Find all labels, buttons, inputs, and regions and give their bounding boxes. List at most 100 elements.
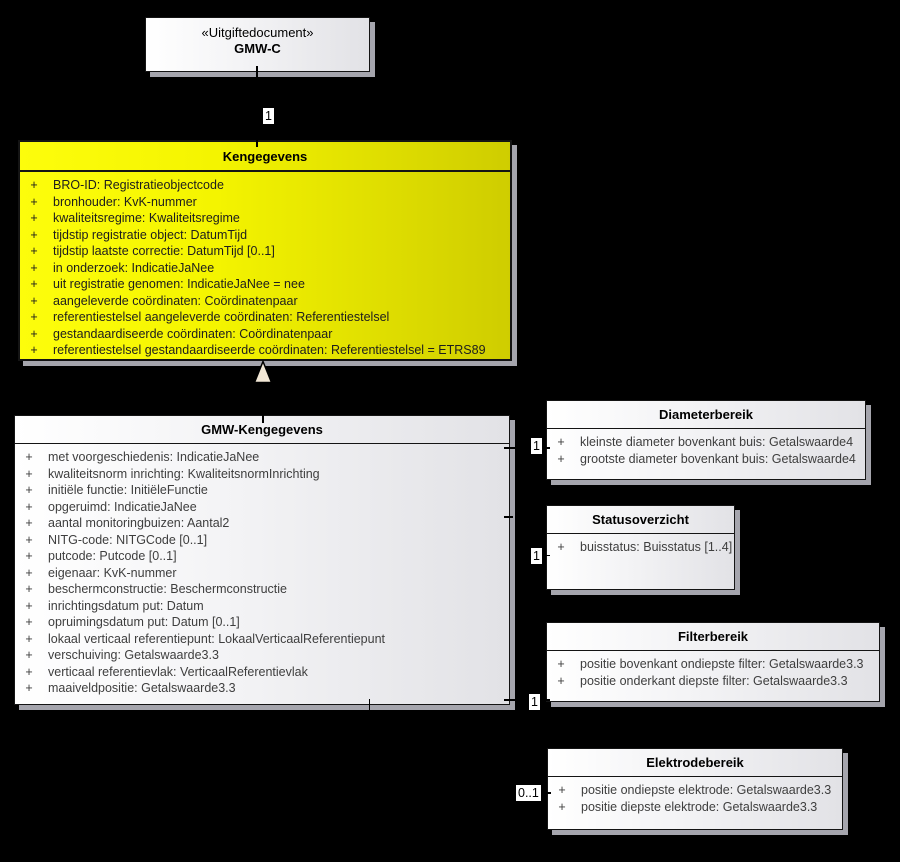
attribute-row: +putcode: Putcode [0..1] xyxy=(15,548,507,565)
visibility-sign: + xyxy=(558,799,566,814)
visibility-sign: + xyxy=(25,499,33,514)
visibility-sign: + xyxy=(30,310,38,324)
attribute-text: referentiestelsel gestandaardiseerde coö… xyxy=(53,343,486,357)
class-kengegevens: Kengegevens + BRO-ID: Registratieobjectco… xyxy=(18,140,512,361)
attribute-text: beschermconstructie: Beschermconstructie xyxy=(48,582,287,596)
class-name: Statusoverzicht xyxy=(592,512,689,527)
visibility-sign: + xyxy=(30,194,38,209)
attribute-row: + aantal monitoringbuizen: Aantal2 xyxy=(15,515,507,532)
attribute-text: positie ondiepste elektrode: Getalswaard… xyxy=(581,783,832,797)
class-gmw-kengegevens: GMW-Kengegevens +met voorgeschiedenis: I… xyxy=(14,415,510,705)
class-statusoverzicht: Statusoverzicht +buisstatus: Buisstatus … xyxy=(546,505,735,590)
class-diameterbereik: Diameterbereik +kleinste diameter bovenk… xyxy=(546,400,866,480)
attribute-row: + bronhouder: KvK-nummer xyxy=(20,194,508,211)
attribute-row: + positie ondiepste elektrode: Getalswaar… xyxy=(548,782,840,799)
visibility-sign: + xyxy=(25,631,33,646)
class-name: Filterbereik xyxy=(677,629,749,644)
visibility-sign: + xyxy=(557,657,565,671)
class-header: Diameterbereik xyxy=(547,401,865,429)
class-name: Elektrodebereik xyxy=(646,755,744,770)
multiplicity-label: 1 xyxy=(531,548,542,564)
attribute-text: uit registratie genomen: IndicatieJaNee … xyxy=(53,277,305,291)
association-line-filterbereik xyxy=(504,699,550,701)
association-line-diameterbereik xyxy=(504,447,550,449)
attribute-text: BRO-ID: Registratieobjectcode xyxy=(53,178,224,192)
visibility-sign: + xyxy=(25,648,33,662)
class-name: Diameterbereik xyxy=(659,407,753,422)
attribute-list: + met voorgeschiedenis: IndicatieJaNee + kw… xyxy=(15,444,509,701)
visibility-sign: + xyxy=(30,211,38,225)
visibility-sign: + xyxy=(25,582,33,596)
attribute-row: +initiële functie: InitiëleFunctie xyxy=(15,482,507,499)
association-line-gmwc-kengegevens xyxy=(256,66,258,147)
class-header: Filterbereik xyxy=(547,623,879,651)
attribute-row: +gestandaardiseerde coördinaten: Coördin… xyxy=(20,326,508,343)
attribute-text: kwaliteitsnorm inrichting: Kwaliteitsnor… xyxy=(48,466,320,481)
attribute-text: buisstatus: Buisstatus [1..4] xyxy=(580,540,733,554)
attribute-text: inrichtingsdatum put: Datum xyxy=(48,598,204,613)
multiplicity-label: 1 xyxy=(531,438,542,454)
attribute-text: kleinste diameter bovenkant buis: Getals… xyxy=(580,435,854,449)
attribute-text: opruimingsdatum put: Datum [0..1] xyxy=(48,615,240,629)
visibility-sign: + xyxy=(25,516,33,530)
attribute-list: +buisstatus: Buisstatus [1..4] xyxy=(547,534,734,560)
multiplicity-label: 0..1 xyxy=(516,785,541,801)
visibility-sign: + xyxy=(25,565,33,580)
attribute-row: + met voorgeschiedenis: IndicatieJaNee xyxy=(15,449,507,466)
visibility-sign: + xyxy=(25,598,33,613)
visibility-sign: + xyxy=(30,260,38,275)
attribute-row: +aangeleverde coördinaten: Coördinatenpa… xyxy=(20,293,508,310)
class-elektrodebereik: Elektrodebereik + positie ondiepste elekt… xyxy=(547,748,843,830)
attribute-row: + kwaliteitsnorm inrichting: Kwaliteitsno… xyxy=(15,466,507,483)
visibility-sign: + xyxy=(558,783,566,797)
attribute-row: +buisstatus: Buisstatus [1..4] xyxy=(547,539,732,556)
class-header: Kengegevens xyxy=(20,142,510,172)
attribute-text: kwaliteitsregime: Kwaliteitsregime xyxy=(53,211,240,225)
attribute-text: met voorgeschiedenis: IndicatieJaNee xyxy=(48,450,260,464)
attribute-text: gestandaardiseerde coördinaten: Coördina… xyxy=(53,326,333,341)
attribute-row: +maaiveldpositie: Getalswaarde3.3 xyxy=(15,680,507,697)
attribute-row: +opgeruimd: IndicatieJaNee xyxy=(15,499,507,516)
attribute-text: verticaal referentievlak: VerticaalRefer… xyxy=(48,664,308,679)
attribute-text: aantal monitoringbuizen: Aantal2 xyxy=(48,516,230,530)
attribute-row: +in onderzoek: IndicatieJaNee xyxy=(20,260,508,277)
visibility-sign: + xyxy=(25,466,33,481)
generalization-line xyxy=(262,382,264,423)
attribute-text: positie onderkant diepste filter: Getals… xyxy=(580,673,848,688)
multiplicity-label: 1 xyxy=(263,108,274,124)
class-stereotype: «Uitgiftedocument» xyxy=(201,25,314,40)
attribute-row: + positie diepste elektrode: Getalswaarde… xyxy=(548,799,840,816)
attribute-row: + BRO-ID: Registratieobjectcode xyxy=(20,177,508,194)
visibility-sign: + xyxy=(25,483,33,497)
visibility-sign: + xyxy=(30,277,38,291)
attribute-list: + positie ondiepste elektrode: Getalswaar… xyxy=(548,777,842,819)
attribute-text: positie diepste elektrode: Getalswaarde3… xyxy=(581,799,818,814)
attribute-text: aangeleverde coördinaten: Coördinatenpaa… xyxy=(53,293,298,308)
association-line-statusoverzicht xyxy=(504,516,513,518)
visibility-sign: + xyxy=(30,178,38,192)
attribute-list: +kleinste diameter bovenkant buis: Getal… xyxy=(547,429,865,471)
attribute-row: +positie onderkant diepste filter: Getal… xyxy=(547,673,877,690)
attribute-text: eigenaar: KvK-nummer xyxy=(48,565,177,580)
visibility-sign: + xyxy=(30,227,38,242)
attribute-text: bronhouder: KvK-nummer xyxy=(53,194,197,209)
attribute-text: verschuiving: Getalswaarde3.3 xyxy=(48,648,219,662)
class-name: Kengegevens xyxy=(222,149,308,164)
visibility-sign: + xyxy=(25,450,33,464)
attribute-row: + kwaliteitsregime: Kwaliteitsregime xyxy=(20,210,508,227)
attribute-row: +tijdstip registratie object: DatumTijd xyxy=(20,227,508,244)
attribute-row: +NITG-code: NITGCode [0..1] xyxy=(15,532,507,549)
attribute-list: +positie bovenkant ondiepste filter: Get… xyxy=(547,651,879,693)
visibility-sign: + xyxy=(30,343,38,357)
attribute-row: +tijdstip laatste correctie: DatumTijd [… xyxy=(20,243,508,260)
class-header: Elektrodebereik xyxy=(548,749,842,777)
attribute-row: + inrichtingsdatum put: Datum xyxy=(15,598,507,615)
attribute-list: + BRO-ID: Registratieobjectcode + bronhoude… xyxy=(20,172,510,363)
visibility-sign: + xyxy=(30,244,38,258)
generalization-arrow-icon xyxy=(253,360,273,384)
visibility-sign: + xyxy=(25,615,33,629)
attribute-text: putcode: Putcode [0..1] xyxy=(48,549,177,563)
association-line-elektrodebereik xyxy=(368,699,370,794)
multiplicity-label: 1 xyxy=(529,694,540,710)
attribute-row: +verticaal referentievlak: VerticaalRefe… xyxy=(15,664,507,681)
